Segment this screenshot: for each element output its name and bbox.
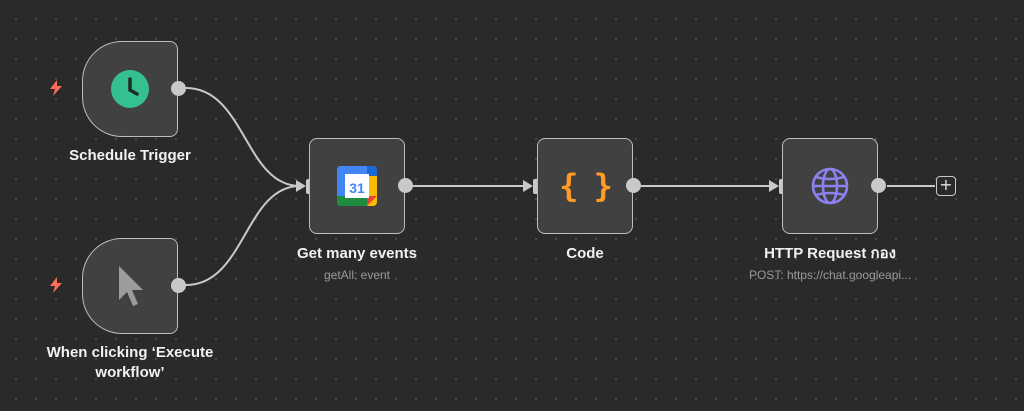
node-label-manual-trigger: When clicking ‘Execute workflow’	[46, 344, 214, 381]
node-label-schedule-trigger: Schedule Trigger	[69, 147, 191, 164]
output-handle-get-events[interactable]	[398, 178, 413, 193]
node-code[interactable]: { }	[537, 138, 633, 234]
cursor-icon	[119, 266, 143, 306]
output-handle-manual[interactable]	[171, 278, 186, 293]
trigger-bolt-icon	[50, 80, 62, 96]
add-node-button[interactable]: +	[936, 176, 956, 196]
node-http-request[interactable]	[782, 138, 878, 234]
calendar-day-text: 31	[349, 180, 365, 196]
arrowhead-get-events	[296, 180, 306, 192]
google-calendar-icon: 31	[337, 166, 377, 206]
input-handle-code[interactable]	[533, 179, 540, 194]
node-label-http-request: HTTP Request กอง	[764, 245, 896, 262]
globe-icon	[811, 167, 849, 205]
output-handle-schedule[interactable]	[171, 81, 186, 96]
node-label-get-many-events: Get many events	[296, 245, 418, 262]
output-handle-http[interactable]	[871, 178, 886, 193]
connection-manual-to-get-events	[185, 185, 301, 286]
node-subtitle-get-many-events: getAll: event	[323, 268, 391, 282]
clock-icon	[111, 70, 149, 108]
braces-icon: { }	[559, 167, 613, 205]
node-schedule-trigger[interactable]	[82, 41, 178, 137]
node-get-many-events[interactable]: 31	[309, 138, 405, 234]
node-label-code: Code	[566, 245, 604, 262]
arrowhead-http	[769, 180, 779, 192]
output-handle-code[interactable]	[626, 178, 641, 193]
node-subtitle-http-request: POST: https://chat.googleapi...	[748, 268, 912, 282]
arrowhead-code	[523, 180, 533, 192]
connection-schedule-to-get-events	[185, 87, 301, 187]
trigger-bolt-icon	[50, 277, 62, 293]
node-manual-trigger[interactable]	[82, 238, 178, 334]
